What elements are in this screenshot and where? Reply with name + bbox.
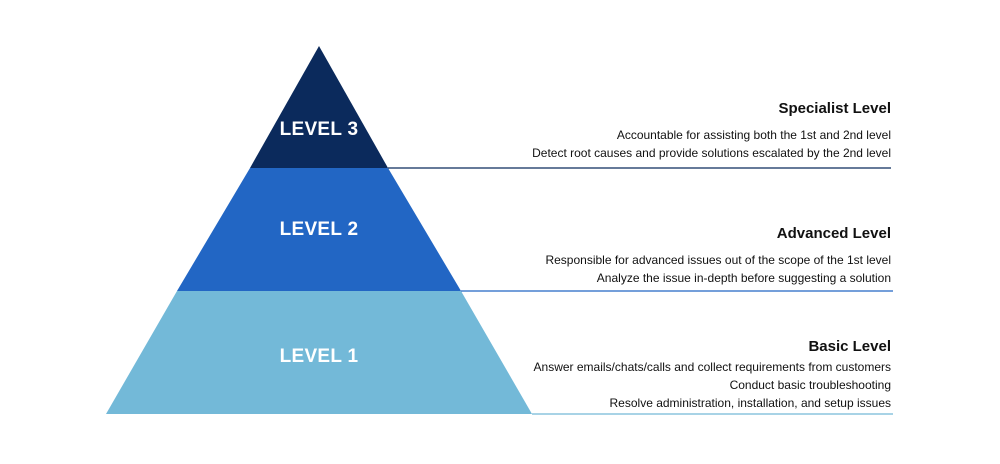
level-3-label: LEVEL 3	[279, 119, 359, 140]
basic-level-line-1: Answer emails/chats/calls and collect re…	[533, 360, 891, 374]
pyramid-tier-level-2	[177, 168, 461, 291]
basic-level-info: Basic Level Answer emails/chats/calls an…	[534, 338, 891, 412]
level-1-label: LEVEL 1	[279, 346, 359, 367]
specialist-level-line-2: Detect root causes and provide solutions…	[532, 146, 891, 160]
level-2-label: LEVEL 2	[279, 219, 359, 240]
advanced-level-line-2: Analyze the issue in-depth before sugges…	[596, 271, 891, 285]
specialist-level-title: Specialist Level	[778, 100, 891, 117]
advanced-level-title: Advanced Level	[776, 225, 891, 242]
pyramid-tier-level-3	[250, 46, 388, 168]
basic-level-line-2: Conduct basic troubleshooting	[729, 378, 891, 392]
pyramid-tier-level-1	[106, 291, 532, 414]
specialist-level-line-1: Accountable for assisting both the 1st a…	[616, 128, 891, 142]
advanced-level-line-1: Responsible for advanced issues out of t…	[545, 253, 891, 267]
specialist-level-info: Specialist Level Accountable for assisti…	[532, 100, 891, 162]
basic-level-title: Basic Level	[808, 338, 891, 355]
advanced-level-info: Advanced Level Responsible for advanced …	[545, 225, 891, 287]
basic-level-line-3: Resolve administration, installation, an…	[609, 396, 891, 410]
